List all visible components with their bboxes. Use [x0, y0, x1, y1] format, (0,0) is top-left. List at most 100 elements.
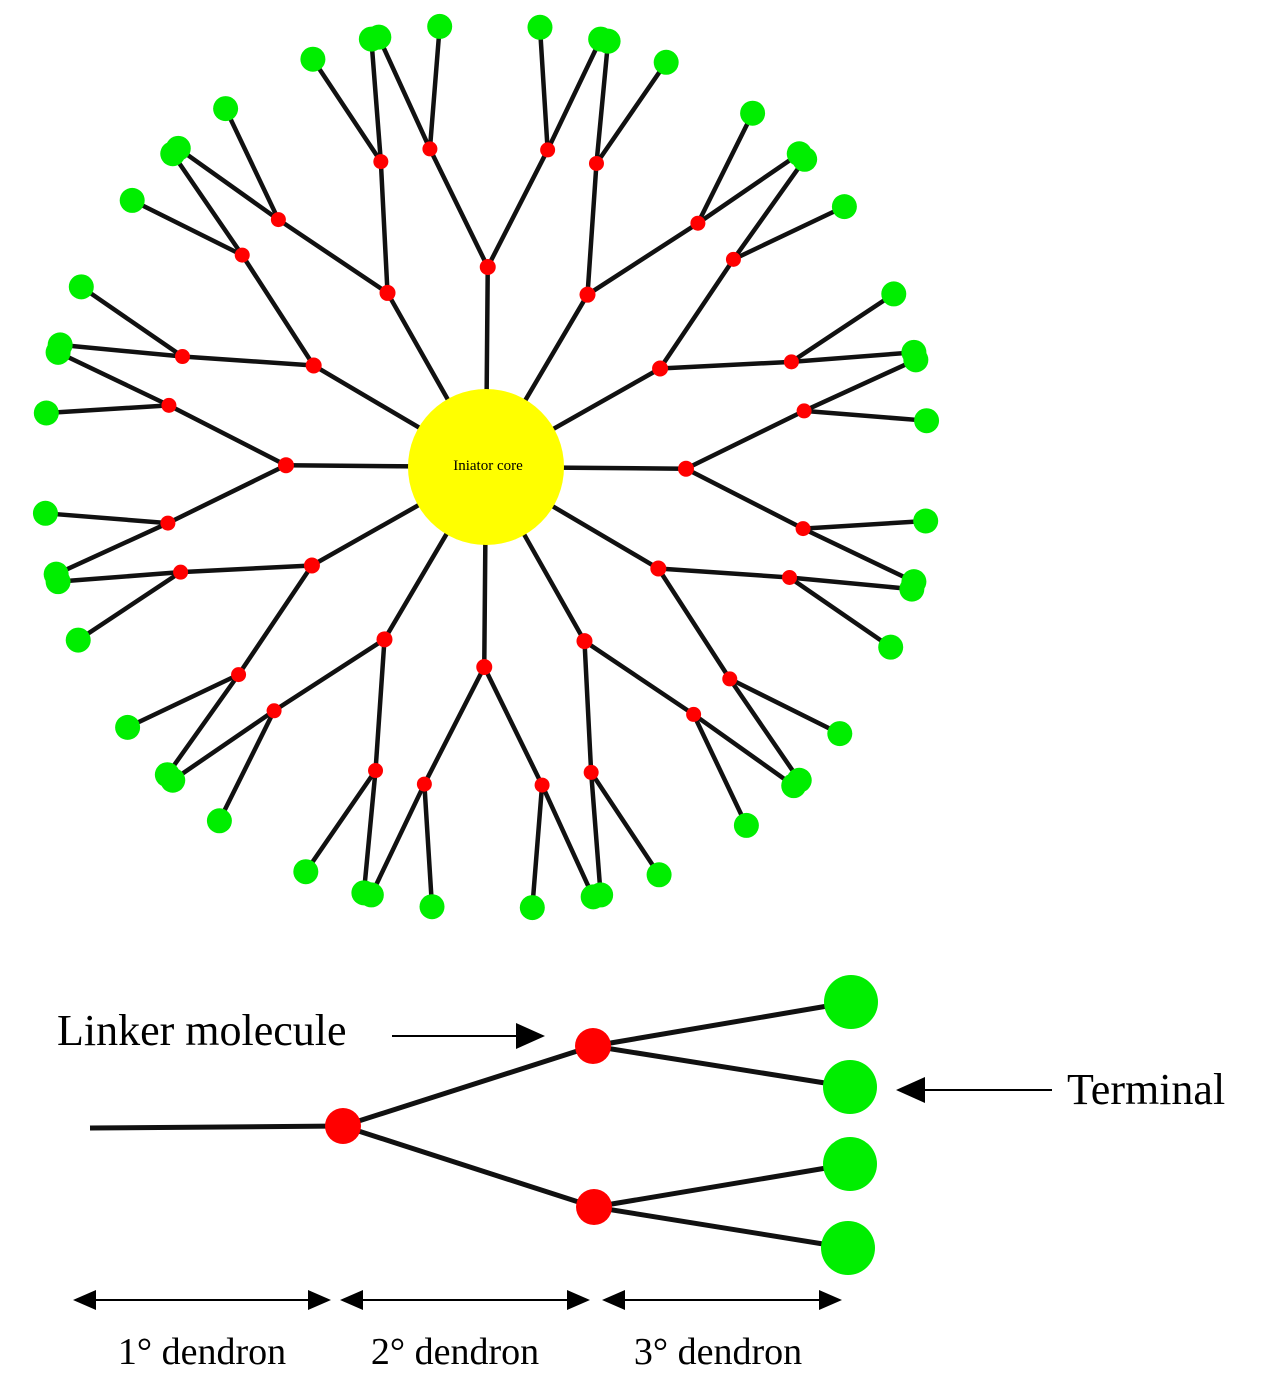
- terminal-group: [881, 281, 907, 307]
- bond-gen3: [588, 770, 603, 898]
- dendron-bond-2b: [342, 1123, 595, 1210]
- terminal-group: [878, 634, 904, 660]
- bond-gen3: [801, 357, 919, 414]
- bond-gen3: [787, 575, 915, 592]
- bond-gen3: [75, 569, 183, 643]
- linker-gen2: [722, 671, 738, 687]
- linker-gen1: [303, 557, 320, 574]
- terminal-group: [792, 146, 818, 172]
- bond-gen1: [544, 366, 663, 435]
- linker-gen1: [476, 658, 493, 675]
- bond-gen3: [170, 151, 245, 258]
- linker-gen2: [783, 354, 799, 370]
- terminal-group: [65, 627, 91, 653]
- bond-gen3: [170, 708, 277, 783]
- linker-gen2: [160, 515, 176, 531]
- bond-gen3: [530, 782, 545, 910]
- bond-gen2: [683, 408, 807, 471]
- terminal-group: [358, 26, 384, 52]
- bond-gen2: [378, 159, 390, 296]
- terminal-group: [733, 812, 759, 838]
- bond-gen3: [223, 106, 281, 222]
- terminal-group: [580, 884, 606, 910]
- terminal-group: [519, 895, 545, 921]
- bond-gen3: [44, 403, 172, 416]
- bond-gen3: [691, 712, 796, 788]
- linker-gen1: [650, 560, 667, 577]
- bond-gen3: [55, 569, 183, 584]
- bond-gen2: [422, 664, 487, 787]
- linker-gen2: [231, 667, 247, 683]
- linker-gen2: [782, 569, 798, 585]
- linker-gen2: [725, 251, 741, 267]
- terminal-label: Terminal: [1067, 1065, 1225, 1114]
- bond-gen2: [582, 638, 594, 775]
- bond-gen3: [53, 520, 171, 577]
- terminal-group: [427, 13, 453, 39]
- bond-gen2: [165, 463, 289, 526]
- bond-gen3: [789, 350, 917, 365]
- dendron-terminal-3: [823, 1137, 877, 1191]
- terminal-group: [899, 576, 925, 602]
- bond-gen2: [657, 359, 794, 371]
- bond-gen1: [382, 525, 453, 642]
- linker-gen2: [534, 777, 550, 793]
- dendrimer-terminals: [32, 13, 940, 921]
- bond-gen2: [656, 566, 733, 682]
- dendron-bond-3c: [593, 1161, 851, 1210]
- bond-gen3: [303, 768, 378, 874]
- bond-gen2: [657, 257, 736, 371]
- bond-gen2: [485, 147, 550, 270]
- terminal-group: [206, 808, 232, 834]
- bond-gen2: [582, 638, 696, 717]
- dendron-label-1: 1° dendron: [118, 1331, 286, 1373]
- bond-gen2: [271, 637, 387, 714]
- terminal-group: [300, 46, 326, 72]
- terminal-arrow-head: [896, 1077, 925, 1103]
- bond-gen1: [519, 292, 590, 409]
- dendron-label-3: 3° dendron: [634, 1331, 802, 1373]
- dendron-bond-3a: [592, 999, 852, 1049]
- dendron-range-2: [340, 1290, 590, 1310]
- bond-gen3: [55, 350, 172, 408]
- dendron-label-2: 2° dendron: [371, 1331, 539, 1373]
- linker-gen2: [540, 142, 556, 158]
- dendron-bond-3b: [592, 1043, 851, 1090]
- linker-gen1: [379, 284, 396, 301]
- terminal-group: [68, 274, 94, 300]
- linker-gen2: [583, 764, 599, 780]
- linker-gen2: [234, 247, 250, 263]
- terminal-group: [154, 762, 180, 788]
- bond-gen3: [217, 708, 277, 824]
- bond-gen3: [731, 204, 847, 262]
- bond-gen2: [656, 566, 792, 580]
- dendrimer-radial: Iniator core: [32, 13, 940, 921]
- bond-gen2: [276, 217, 390, 296]
- bond-gen3: [539, 782, 596, 900]
- bond-gen2: [585, 161, 599, 297]
- linker-arrow-head: [516, 1023, 545, 1049]
- dendron-terminal-4: [821, 1221, 875, 1275]
- bond-gen2: [373, 637, 387, 773]
- bond-gen3: [731, 157, 807, 262]
- bond-gen3: [695, 110, 755, 226]
- terminal-group: [32, 500, 58, 526]
- linker-gen1: [278, 457, 295, 474]
- bond-gen3: [789, 291, 897, 365]
- bond-gen1: [283, 463, 419, 469]
- linker-gen2: [368, 763, 384, 779]
- terminal-group: [119, 187, 145, 213]
- dendron-bond-1: [89, 1123, 344, 1131]
- bond-gen2: [482, 664, 545, 788]
- terminal-group: [165, 135, 191, 161]
- bond-gen3: [129, 198, 245, 258]
- linker-gen2: [173, 564, 189, 580]
- bond-gen1: [482, 534, 488, 670]
- bond-gen2: [236, 563, 315, 677]
- core-label: Iniator core: [453, 458, 523, 474]
- bond-gen3: [695, 151, 802, 226]
- dendrimer-bonds: [43, 24, 929, 910]
- bond-gen1: [553, 465, 689, 471]
- linker-gen1: [579, 286, 596, 303]
